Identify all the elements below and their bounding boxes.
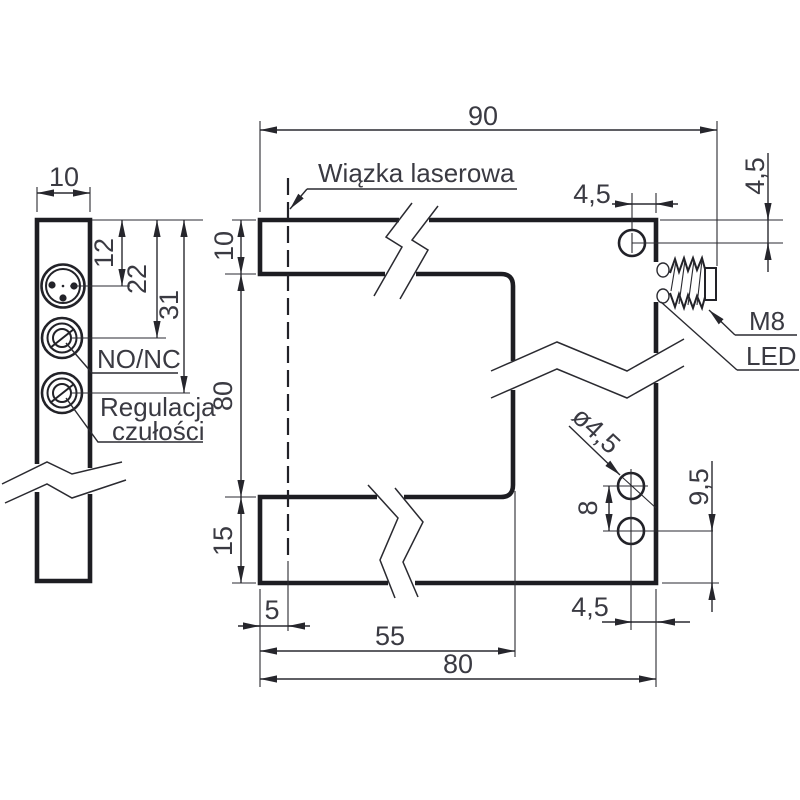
label-m8: M8 (749, 306, 785, 336)
led-indicator (656, 262, 670, 278)
break-line (399, 205, 439, 300)
dim-hole-pitch: 8 (573, 486, 613, 531)
dim-text-overall-width: 90 (468, 101, 498, 131)
connector-center-dot (61, 284, 65, 288)
dim-hole-offset-top: 4,5 (573, 179, 678, 229)
dim-laser-offset: 5 (238, 561, 310, 687)
dim-text-laser-offset: 5 (264, 595, 279, 625)
thread-hatch (678, 259, 686, 305)
led-leader (660, 301, 738, 371)
label-sensitivity-line1: Regulacja (100, 392, 216, 422)
dim-overall-width: 90 (259, 101, 718, 266)
leader-no-nc (65, 342, 178, 374)
break-line (367, 484, 399, 599)
dim-text-slot-height: 80 (208, 381, 238, 411)
connector-pin (48, 281, 56, 289)
diameter-leader-tail (621, 476, 657, 509)
dim-text-side-width: 10 (49, 162, 79, 192)
break-line (490, 365, 685, 399)
dim-text-hole-offset-right: 4,5 (740, 157, 770, 195)
front-view: Wiązka laserowa M8 LED (208, 101, 799, 687)
dim-left-stack: 10 80 15 (208, 219, 256, 584)
thread-hatch (687, 259, 695, 306)
dim-text-slot-depth: 55 (375, 621, 405, 651)
dim-side-width: 10 (36, 162, 91, 212)
body-slot-bottom-corner (404, 390, 516, 500)
pot-slot (49, 383, 75, 404)
connector-pin (59, 294, 67, 302)
dim-text-hole-offset-bottom: 4,5 (571, 592, 609, 622)
break-line (490, 338, 685, 372)
dim-text-arm-bottom: 15 (208, 526, 238, 556)
body-top-edge-right (429, 217, 659, 262)
dim-text-hole-diameter: ø4,5 (566, 401, 626, 460)
break-line (394, 487, 424, 598)
thread-hatch (696, 259, 703, 306)
side-body-outline-lower (34, 492, 93, 584)
body-top-arm-left (257, 217, 399, 277)
connector-tip (704, 267, 717, 301)
side-view: NO/NC Regulacja czułości 10 12 22 31 (1, 162, 216, 584)
dim-text-connector: 12 (89, 238, 119, 268)
body-bottom-arm-left (257, 494, 388, 586)
side-body-outline-upper (34, 217, 93, 468)
dim-side-verticals: 12 22 31 (70, 219, 203, 394)
break-line (4, 479, 127, 504)
label-laser-beam: Wiązka laserowa (318, 158, 515, 188)
dim-text-pot2: 31 (154, 290, 184, 320)
thread-hatch (670, 260, 677, 292)
laser-leader (289, 188, 308, 210)
diameter-leader (568, 425, 621, 476)
m8-leader (708, 309, 736, 336)
dim-text-arm-top: 10 (209, 231, 239, 261)
dim-text-hole-offset-top: 4,5 (573, 179, 611, 209)
dim-text-hole-pitch: 8 (573, 500, 603, 515)
break-line (373, 202, 413, 297)
dim-hole-offset-bottom: 4,5 (571, 592, 690, 626)
leader-sensitivity (65, 397, 203, 443)
dim-text-body-width: 80 (443, 649, 473, 679)
label-led: LED (746, 341, 797, 371)
label-no-nc: NO/NC (97, 344, 181, 374)
thread-profile-top (669, 254, 706, 276)
dim-hole-offset-right: 4,5 (660, 153, 783, 272)
body-bottom-right (415, 383, 659, 586)
pot-slot (49, 328, 75, 349)
led-indicator (656, 288, 670, 304)
dim-body-width: 80 (260, 589, 657, 687)
dim-text-pot1: 22 (122, 264, 152, 294)
dim-slot-depth: 55 (260, 491, 516, 657)
dim-hole-to-bottom: 9,5 (662, 461, 719, 612)
dim-text-hole-to-bottom: 9,5 (684, 468, 714, 506)
body-slot-top-corner (416, 271, 516, 361)
label-sensitivity-line2: czułości (112, 416, 204, 446)
thread-profile-bottom (669, 290, 706, 312)
m8-connector (656, 254, 717, 312)
break-line (1, 461, 123, 485)
